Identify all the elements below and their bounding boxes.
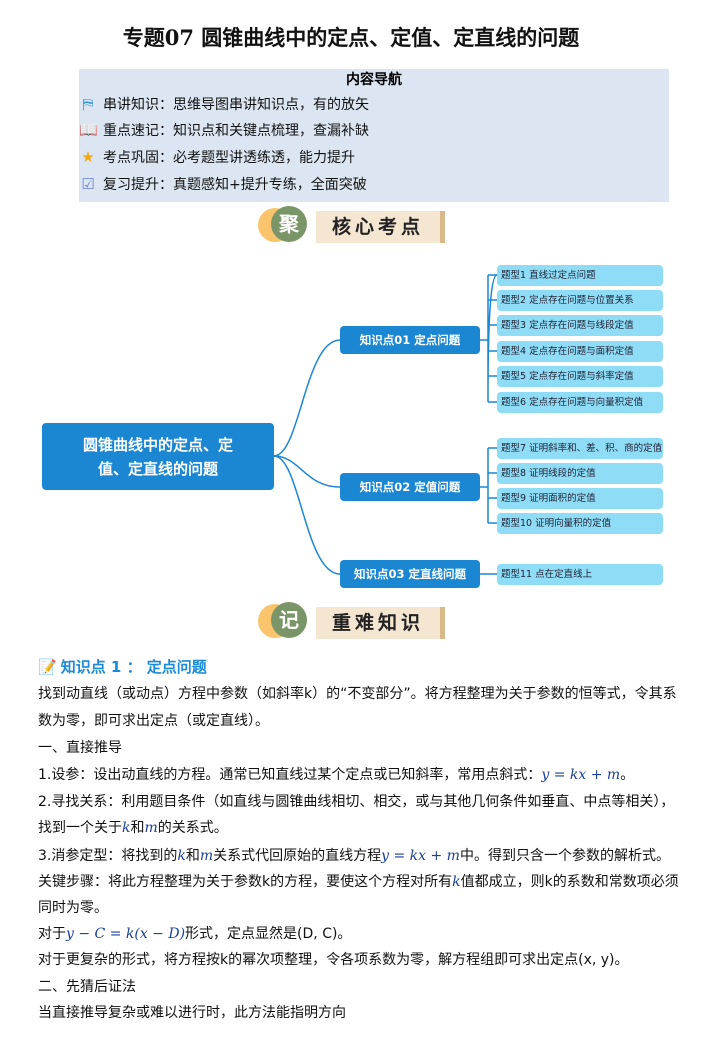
mindmap-node: 知识点02 定值问题 xyxy=(340,473,480,501)
nav-item-text: 重点速记：知识点和关键点梳理，查漏补缺 xyxy=(103,123,369,139)
nav-item-text: 复习提升：真题感知+提升专练，全面突破 xyxy=(103,177,367,193)
mindmap-leaf: 题型4 定点存在问题与面积定值 xyxy=(497,341,663,362)
nav-item-text: 考点巩固：必考题型讲透练透，能力提升 xyxy=(103,150,355,166)
mindmap-leaf: 题型8 证明线段的定值 xyxy=(497,463,663,484)
mindmap-leaf: 题型10 证明向量积的定值 xyxy=(497,513,663,534)
star-icon: ★ xyxy=(81,148,95,166)
mindmap-leaf: 题型6 定点存在问题与向量积定值 xyxy=(497,392,663,413)
subheading: 二、先猜后证法 xyxy=(38,979,136,995)
step-3: 3.消参定型：将找到的k和m关系式代回原始的直线方程y = kx + m中。得到… xyxy=(38,848,670,864)
mindmap-leaf: 题型7 证明斜率和、差、积、商的定值 xyxy=(497,438,663,459)
step-1: 1.设参：设出动直线的方程。通常已知直线过某个定点或已知斜率，常用点斜式：y =… xyxy=(38,767,635,783)
paragraph: 对于更复杂的形式，将方程按k的幂次项整理，令各项系数为零，解方程组即可求出定点(… xyxy=(38,952,629,968)
book-icon: 📖 xyxy=(79,121,98,139)
page-title: 专题07 圆锥曲线中的定点、定值、定直线的问题 xyxy=(122,25,580,50)
root-label: 圆锥曲线中的定点、定值、定直线的问题 xyxy=(82,435,233,478)
banner-badge: 记 xyxy=(271,602,307,638)
mindmap-leaf: 题型3 定点存在问题与线段定值 xyxy=(497,315,663,336)
banner-label: 核心考点 xyxy=(316,211,445,243)
banner-key-knowledge: 记 重难知识 xyxy=(258,602,448,642)
paragraph: 对于y − C = k(x − D)形式，定点显然是(D, C)。 xyxy=(38,926,352,942)
paragraph: 数为零，即可求出定点（或定直线）。 xyxy=(38,713,269,729)
banner-label: 重难知识 xyxy=(316,607,445,639)
nav-item: ★ 考点巩固：必考题型讲透练透，能力提升 xyxy=(79,147,355,167)
mindmap-root: 圆锥曲线中的定点、定值、定直线的问题 xyxy=(42,423,274,490)
paragraph: 找到动直线（或动点）方程中参数（如斜率k）的“不变部分”。将方程整理为关于参数的… xyxy=(38,686,677,702)
nav-item: ☑ 复习提升：真题感知+提升专练，全面突破 xyxy=(79,174,367,194)
subheading: 一、直接推导 xyxy=(38,740,122,756)
mindmap-node: 知识点03 定直线问题 xyxy=(340,560,480,588)
key-step-cont: 同时为零。 xyxy=(38,900,108,916)
content-navigation: 内容导航 ⛿ 串讲知识：思维导图串讲知识点，有的放矢 📖 重点速记：知识点和关键点梳… xyxy=(79,69,669,202)
notebook-icon: 📝 xyxy=(38,657,57,676)
section-heading: 📝知识点 1 ： 定点问题 xyxy=(38,656,207,677)
map-icon: ⛿ xyxy=(82,95,94,113)
key-step: 关键步骤：将此方程整理为关于参数k的方程，要使这个方程对所有k值都成立，则k的系… xyxy=(38,874,679,890)
nav-item: ⛿ 串讲知识：思维导图串讲知识点，有的放矢 xyxy=(79,94,369,114)
section-heading-text: 知识点 1 ： 定点问题 xyxy=(60,658,207,676)
mindmap-leaf: 题型1 直线过定点问题 xyxy=(497,265,663,286)
banner-badge: 聚 xyxy=(271,206,307,242)
step-2: 2.寻找关系：利用题目条件（如直线与圆锥曲线相切、相交，或与其他几何条件如垂直、… xyxy=(38,794,675,810)
mindmap-node: 知识点01 定点问题 xyxy=(340,326,480,354)
step-2-cont: 找到一个关于k和m的关系式。 xyxy=(38,820,228,836)
mindmap-leaf: 题型5 定点存在问题与斜率定值 xyxy=(497,366,663,387)
mindmap-leaf: 题型2 定点存在问题与位置关系 xyxy=(497,290,663,311)
mindmap-connectors xyxy=(273,274,498,575)
mindmap-leaf: 题型11 点在定直线上 xyxy=(497,564,663,585)
banner-core-points: 聚 核心考点 xyxy=(258,206,448,246)
nav-heading: 内容导航 xyxy=(346,72,402,88)
nav-item-text: 串讲知识：思维导图串讲知识点，有的放矢 xyxy=(103,97,369,113)
nav-item: 📖 重点速记：知识点和关键点梳理，查漏补缺 xyxy=(79,120,369,140)
checklist-icon: ☑ xyxy=(81,175,95,193)
paragraph: 当直接推导复杂或难以进行时，此方法能指明方向 xyxy=(38,1005,346,1021)
mindmap-leaf: 题型9 证明面积的定值 xyxy=(497,488,663,509)
